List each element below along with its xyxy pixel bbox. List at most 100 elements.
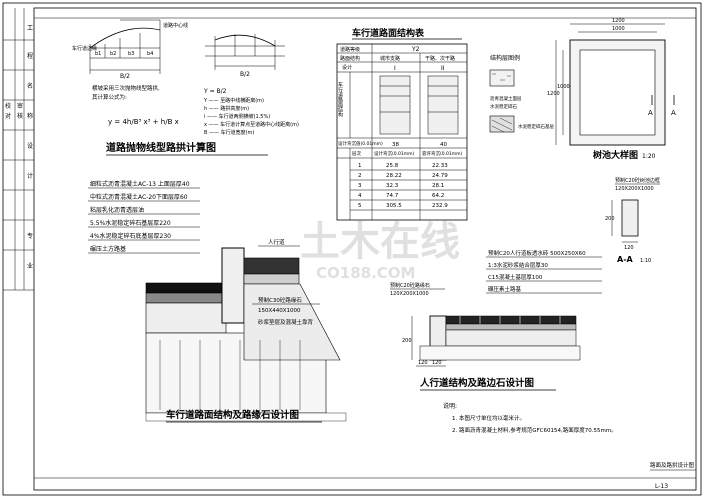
pool-small-dim-1: 120 xyxy=(624,245,634,251)
table-sub-0: 路面结构 xyxy=(340,55,360,62)
sidewalk-title: 人行道结构及路边石设计图 xyxy=(420,377,534,389)
section-mark-right: A xyxy=(671,109,676,117)
legend-title: 结构层图例 xyxy=(490,54,520,62)
pool-curb-note: 预制C20砼树池边框 xyxy=(615,177,660,184)
left-cell-1: 程 xyxy=(27,52,33,60)
title-block: 路面及路拱设计图 L-13 xyxy=(34,461,696,490)
road-curb-title: 车行道路面结构及路缘石设计图 xyxy=(166,409,299,421)
dim-b2-label: B/2 xyxy=(120,73,130,80)
outer-border xyxy=(2,2,702,496)
section-title: A-A xyxy=(617,255,634,264)
table-sub-2: 干路、次干路 xyxy=(425,55,455,62)
dim-b1: b1 xyxy=(95,51,101,57)
inner-border xyxy=(33,7,697,491)
curb-base: 砂浆垫层及混凝土靠背 xyxy=(258,318,314,326)
table-class-2: II xyxy=(441,65,445,72)
crown-symbol-4: B —— 车行道宽度(m) xyxy=(204,129,254,136)
table-cell-3-2: 64.2 xyxy=(432,193,444,199)
table-cell-0-1: 25.8 xyxy=(386,163,399,169)
sw-dim-1: 120 xyxy=(432,360,442,366)
table-cell-1-2: 24.79 xyxy=(432,173,448,179)
pool-small-dim-0: 200 xyxy=(605,216,615,222)
sw-dim-0: 120 xyxy=(418,360,428,366)
table-header-type: Y2 xyxy=(411,46,420,53)
table-title: 车行道路面结构表 xyxy=(352,27,425,39)
left-cell-3: 称 xyxy=(27,112,33,120)
sidewalk-layer-2: C15混凝土基层厚100 xyxy=(488,273,543,281)
tree-pool-scale: 1:20 xyxy=(642,153,656,160)
road-structure-table: 车行道路面结构表 道路等级 Y2 路面结构 城市支路 干路、次干路 设计 I I… xyxy=(336,27,468,221)
notes-line-1: 2. 路面沥青混凝土材料,参考规范GFC60154,路面厚度70.55mm。 xyxy=(452,426,617,434)
notes: 说明: 1. 本图尺寸单位均以毫米计。 2. 路面沥青混凝土材料,参考规范GFC… xyxy=(443,402,617,434)
section-mark-left: A xyxy=(648,109,653,117)
road-layer-0: 细粒式沥青混凝土AC-13 上面层厚40 xyxy=(90,180,190,188)
lane-edge-label: 车行道边缘 xyxy=(72,45,97,52)
pool-dim-3: 1000 xyxy=(557,84,570,90)
table-load-label: 设计弯沉值(0.01mm) xyxy=(338,140,383,147)
road-layer-5: 碾压土方路基 xyxy=(90,245,126,253)
pool-curb-note2: 120X200X1000 xyxy=(615,186,654,192)
table-side-label: 车行道路面结构 xyxy=(337,81,343,118)
table-cell-0-0: 1 xyxy=(358,163,362,169)
pool-dim-0: 1200 xyxy=(612,18,625,24)
left-cell-10: 专 xyxy=(27,232,33,240)
road-layer-2: 粘层乳化沥青透层油 xyxy=(90,206,144,214)
table-class-0: 设计 xyxy=(342,64,352,71)
pool-dim-2: 1200 xyxy=(547,91,560,97)
dim-b2: b2 xyxy=(110,51,116,57)
dim-b2-right: B/2 xyxy=(240,71,250,78)
table-cell-4-2: 232.9 xyxy=(432,203,448,209)
left-cell-6: 审 xyxy=(17,102,23,110)
sidewalk-layer-1: 1:3水泥砂浆结合层厚30 xyxy=(488,261,548,269)
crown-symbol-3: x —— 车行道计算点至道路中心线距离(m) xyxy=(204,121,299,128)
left-cell-5: 计 xyxy=(27,172,33,180)
table-cell-2-0: 3 xyxy=(358,183,362,189)
legend-item-2: 水泥稳定碎石基层 xyxy=(518,123,554,130)
table-colhead-0: 层次 xyxy=(352,150,361,157)
crown-diagram: b1 b2 b3 b4 B/2 道路中心线 车行道边缘 B/2 横坡采用三次抛物… xyxy=(72,19,299,156)
sw-curb-note: 预制C20砼路缘石 xyxy=(390,282,430,289)
tree-pool-title: 树池大样图 xyxy=(593,149,638,161)
crown-title: 道路抛物线型路拱计算图 xyxy=(106,141,216,154)
table-load-2: 40 xyxy=(440,142,447,148)
table-cell-3-0: 4 xyxy=(358,193,362,199)
sidewalk-drawing: 预制C20人行道板透水砖 500X250X60 1:3水泥砂浆结合层厚30C15混… xyxy=(390,249,602,391)
left-cell-4: 设 xyxy=(27,142,33,150)
road-curb-drawing: 细粒式沥青混凝土AC-13 上面层厚40中粒式沥青混凝土AC-20下面层厚60粘… xyxy=(88,180,347,423)
watermark-sub: CO188.COM xyxy=(316,264,415,282)
crown-symbol-0: Y —— 至路中线横距离(m) xyxy=(203,97,264,104)
table-cell-0-2: 22.33 xyxy=(432,163,448,169)
left-cell-2: 名 xyxy=(27,82,33,90)
notes-heading: 说明: xyxy=(443,402,457,410)
table-cell-2-1: 32.3 xyxy=(386,183,399,189)
table-cell-4-1: 305.5 xyxy=(386,203,402,209)
table-cell-3-1: 74.7 xyxy=(386,193,399,199)
left-title-strip: 工 程 名 称 设 计 审 核 校 对 专 业 xyxy=(3,8,34,291)
centerline-label: 道路中心线 xyxy=(163,22,188,29)
table-cell-2-2: 28.1 xyxy=(432,183,444,189)
crown-note-1: 其计算公式为: xyxy=(92,93,127,101)
left-cell-0: 工 xyxy=(27,25,33,32)
curb-note: 预制C30砼路缘石 xyxy=(258,296,302,304)
left-cell-11: 业 xyxy=(27,262,33,270)
crown-note-0: 横坡采用三次抛物线型路拱, xyxy=(92,84,160,92)
road-layer-3: 5.5%水泥稳定碎石基层厚220 xyxy=(90,219,171,227)
table-load-1: 38 xyxy=(392,142,399,148)
table-class-1: I xyxy=(394,65,396,72)
tree-pool-detail: 1200 1000 1200 1000 A A 树池大样图 1:20 预制C20… xyxy=(547,18,676,264)
table-cell-1-0: 2 xyxy=(358,173,362,179)
legend-item-1: 水泥稳定碎石 xyxy=(490,103,517,110)
watermark: 土木在线 CO188.COM xyxy=(300,219,460,282)
curb-size: 150X440X1000 xyxy=(258,308,301,314)
drawing-name: 路面及路拱设计图 xyxy=(650,461,695,469)
sidewalk-label: 人行道 xyxy=(268,238,285,246)
sidewalk-layer-0: 预制C20人行道板透水砖 500X250X60 xyxy=(488,249,586,257)
sw-dim-2: 200 xyxy=(402,338,412,344)
legend-item-0: 沥青混凝土面层 xyxy=(490,95,522,102)
dim-b3: b3 xyxy=(128,51,134,57)
table-cell-4-0: 5 xyxy=(358,203,362,209)
table-header-left: 道路等级 xyxy=(340,46,360,53)
crown-symbol-2: i —— 车行道两侧横坡(1.5%) xyxy=(204,113,270,120)
dim-b4: b4 xyxy=(147,51,153,57)
